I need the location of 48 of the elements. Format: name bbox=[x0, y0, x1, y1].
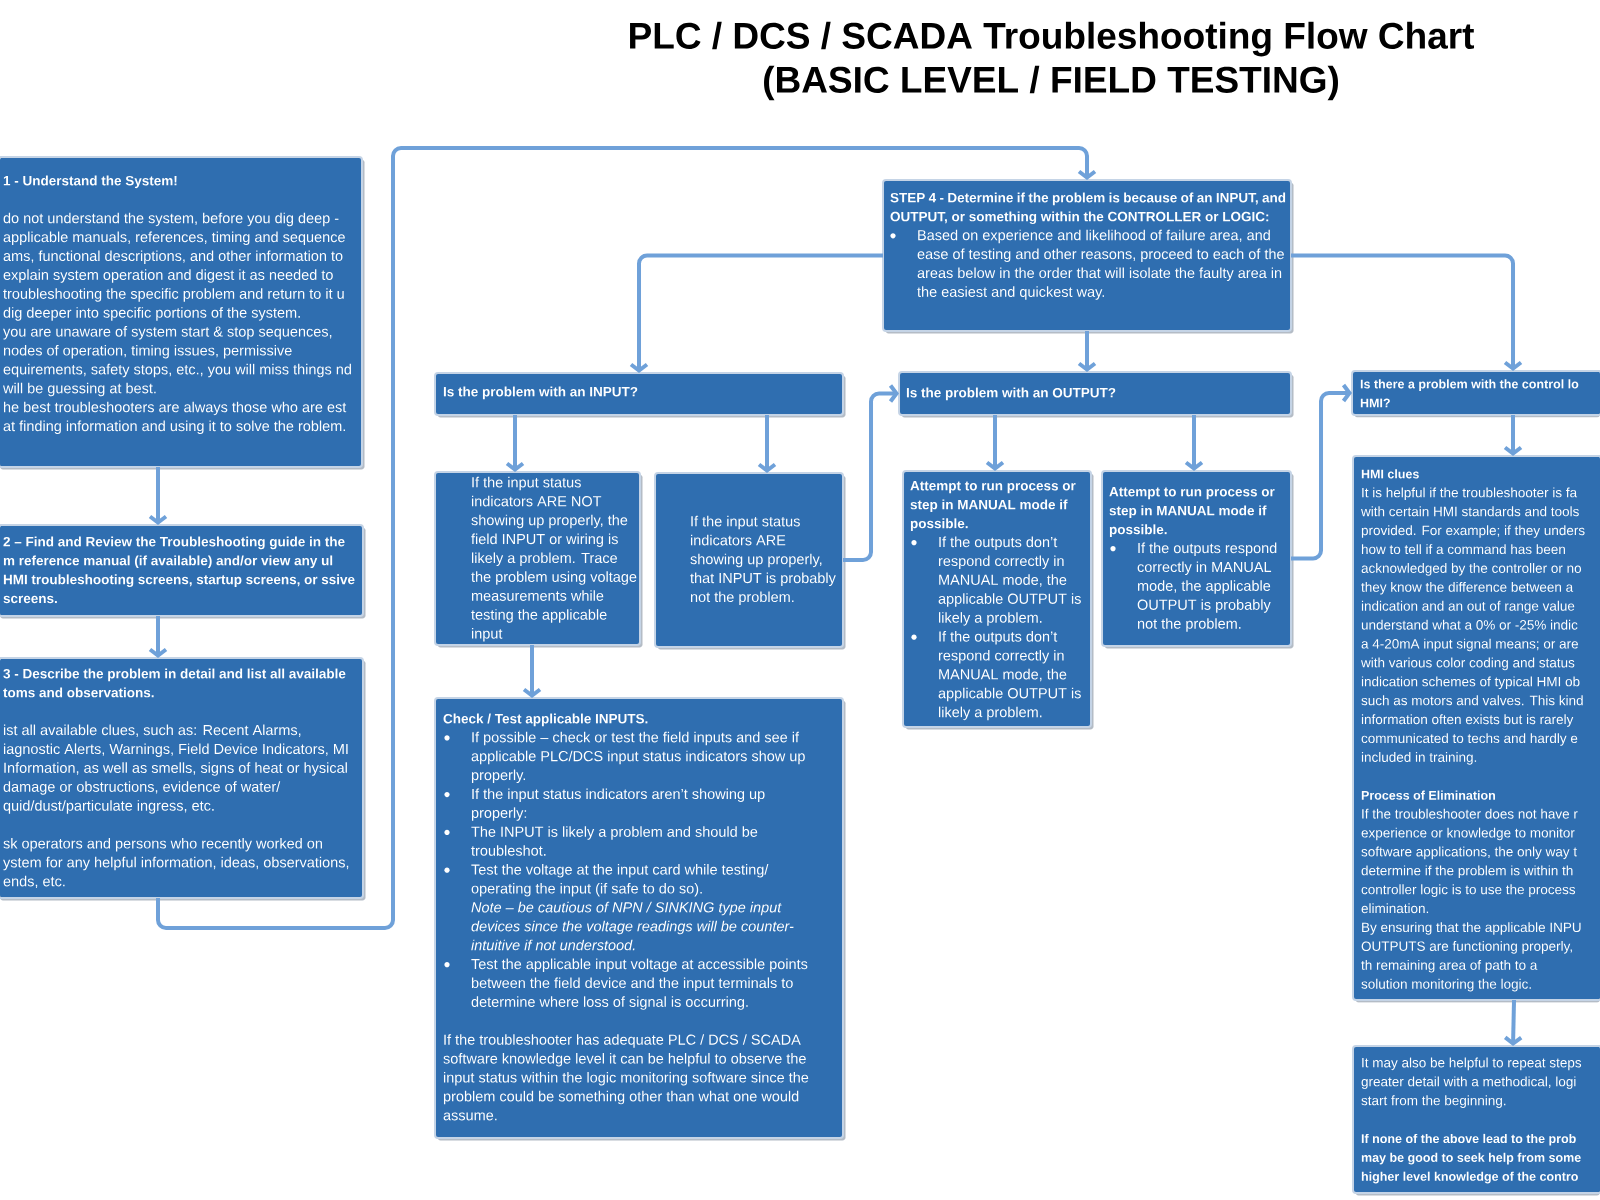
arrow bbox=[1184, 415, 1204, 471]
body-text: If none of the above lead to the prob may be good to seek help from some higher level knowledge of the contro bbox=[1361, 1133, 1581, 1184]
arrow bbox=[1291, 253, 1523, 371]
box-heading: Check / Test applicable INPUTS. bbox=[443, 713, 648, 727]
box-heading: Attempt to run process or step in MANUAL mode if possible. bbox=[1109, 487, 1275, 537]
body-text: If the troubleshooter does not have r experience or knowledge to monitor software applications, the only way t determine if the problem is within th controller logic is to use the process elimination. bbox=[1361, 808, 1578, 914]
body-text: you are unaware of system start & stop sequences, nodes of operation, timing issues, permissive equirements, safety stops, etc., you will miss things nd will be guessing at best. bbox=[3, 326, 351, 397]
arrow bbox=[505, 415, 525, 472]
box-heading: 1 - Understand the System! bbox=[3, 175, 177, 189]
question-box: Is the problem with an OUTPUT? bbox=[898, 371, 1294, 418]
arrow bbox=[522, 645, 542, 698]
body-text: By ensuring that the applicable INPU OUTPUTS are functioning properly, th remaining area of path to a solution monitoring the logic. bbox=[1361, 922, 1581, 992]
box-heading: Attempt to run process or step in MANUAL mode if possible. bbox=[910, 481, 1076, 531]
arrow bbox=[985, 415, 1005, 471]
bullet-item: If the outputs don’t respond correctly in MANUAL mode, the applicable OUTPUT is likely a problem. bbox=[938, 536, 1081, 626]
body-text: It is helpful if the troubleshooter is fa with certain HMI standards and tools provided. For example; if they unders how to tell if a command has been acknowledged by the controller or no they know the difference between a indication and an out of range value understand what a 0% or -25% indic a 4-20mA input signal means; or are with various color coding and status indication schemes of typical HMI ob such as motors and valves. This kind information often exists but is rarely communicated to techs and hardly e included in training. bbox=[1361, 487, 1585, 765]
box-heading: HMI clues bbox=[1361, 469, 1419, 479]
body-text: If the troubleshooter has adequate PLC / DCS / SCADA software knowledge level it can be helpful to observe the input status within the logic monitoring software since the problem could be something other than what one would assume. bbox=[443, 1034, 809, 1121]
arrow bbox=[629, 253, 883, 373]
bullet-item: If the outputs respond correctly in MANUAL mode, the applicable OUTPUT is probably not the problem. bbox=[1137, 542, 1277, 632]
bullet-item: If possible – check or test the field inputs and see if applicable PLC/DCS input status indicators show up properly. bbox=[471, 731, 805, 784]
question-box: Is there a problem with the control lo HMI? bbox=[1351, 370, 1600, 418]
body-text: ist all available clues, such as: Recent Alarms, iagnostic Alerts, Warnings, Field Device Indicators, MI Information, as well as smells, signs of heat or hysical damage or obstructions, evidence of water/ quid/dust/particulate ingress, etc. bbox=[3, 724, 348, 814]
arrow bbox=[757, 415, 777, 473]
bullet-item: The INPUT is likely a problem and should be troubleshot. bbox=[471, 826, 758, 856]
bullet-item: Test the voltage at the input card while testing/ operating the input (if safe to do so). bbox=[471, 864, 769, 897]
step-box: 2 – Find and Review the Troubleshooting guide in the m reference manual (if available) and/or view any ul HMI troubleshooting screens, startup screens, or ssive screens. bbox=[0, 524, 366, 619]
process-box: If the input status indicators ARE showing up properly, that INPUT is probably not the problem. bbox=[654, 472, 846, 650]
process-box: If the input status indicators ARE NOT showing up properly, the field INPUT or wiring is likely a problem. Trace the problem using voltage measurements while testing the applicable input bbox=[434, 471, 643, 648]
bullet-item: If the input status indicators aren’t showing up properly: bbox=[471, 788, 765, 821]
question-box: Is the problem with an INPUT? bbox=[434, 372, 846, 418]
arrow bbox=[1503, 415, 1523, 456]
arrow bbox=[148, 467, 168, 525]
body-text: It may also be helpful to repeat steps greater detail with a methodical, logi start from the beginning. bbox=[1361, 1057, 1582, 1108]
note-text: Note – be cautious of NPN / SINKING type input devices since the voltage readings will be counter- intuitive if not understood. bbox=[471, 901, 794, 951]
bullet-item: Based on experience and likelihood of failure area, and ease of testing and other reasons, proceed to each of the areas below in the order that will isolate the faulty area in the easiest and quickest way. bbox=[917, 229, 1284, 300]
box-heading: 3 - Describe the problem in detail and list all available toms and observations. bbox=[3, 668, 346, 698]
box-heading: Process of Elimination bbox=[1361, 790, 1495, 800]
body-text: sk operators and persons who recently worked on ystem for any helpful information, ideas, observations, ends, etc. bbox=[3, 837, 349, 889]
bullet-item: If the outputs don’t respond correctly in MANUAL mode, the applicable OUTPUT is likely a problem. bbox=[938, 631, 1081, 721]
body-text: he best troubleshooters are always those who are est at finding information and using it to solve the roblem. bbox=[3, 401, 347, 435]
body-text: do not understand the system, before you dig deep - applicable manuals, references, timing and sequence ams, functional descriptions, and other information to explain system operation and digest it as needed to troubleshooting the specific problem and return to it u dig deeper into specific portions of the system. bbox=[3, 212, 345, 321]
title: PLC / DCS / SCADA Troubleshooting Flow Chart (BASIC LEVEL / FIELD TESTING) bbox=[630, 21, 1474, 101]
arrow bbox=[1077, 331, 1097, 372]
arrow bbox=[148, 616, 168, 658]
arrow bbox=[1503, 999, 1523, 1046]
bullet-item: Test the applicable input voltage at accessible points between the field device and the input terminals to determine where loss of signal is occurring. bbox=[471, 958, 808, 1010]
box-heading: STEP 4 - Determine if the problem is because of an INPUT, and OUTPUT, or something within the CONTROLLER or LOGIC: bbox=[890, 192, 1286, 225]
